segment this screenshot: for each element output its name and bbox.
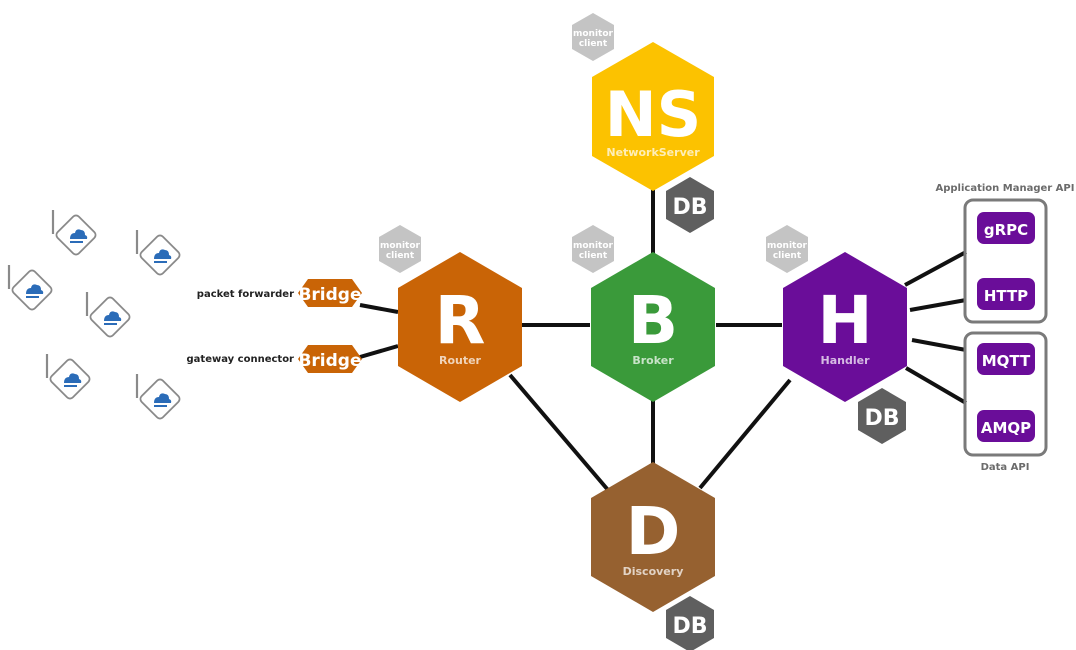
bridge-badge bbox=[298, 345, 362, 373]
node-broker: B Broker bbox=[591, 252, 715, 402]
link-bridge2-router bbox=[359, 344, 399, 359]
svg-text:DB: DB bbox=[672, 614, 707, 639]
api-box bbox=[963, 198, 1048, 324]
svg-text:DB: DB bbox=[672, 195, 707, 220]
link-handler-discovery bbox=[698, 378, 792, 490]
node-name: Handler bbox=[821, 354, 871, 367]
data-api: MQTT AMQP Data API bbox=[963, 331, 1048, 473]
api-title: Data API bbox=[981, 462, 1030, 473]
api-title: Application Manager API bbox=[936, 183, 1075, 194]
svg-text:client: client bbox=[386, 251, 415, 261]
svg-text:AMQP: AMQP bbox=[981, 419, 1031, 437]
networkserver-hex bbox=[592, 42, 714, 191]
bridge-badge bbox=[298, 279, 362, 307]
lora-gateway-icon bbox=[135, 228, 183, 278]
link-handler-http bbox=[909, 298, 967, 312]
svg-text:monitor: monitor bbox=[380, 241, 421, 251]
api-mqtt[interactable] bbox=[977, 343, 1035, 375]
monitor-hex bbox=[379, 225, 421, 273]
bridge-caption: packet forwarder bbox=[197, 289, 294, 300]
node-letter: R bbox=[435, 282, 486, 359]
svg-text:client: client bbox=[579, 251, 608, 261]
database-icon bbox=[666, 596, 714, 650]
api-http[interactable] bbox=[977, 278, 1035, 310]
svg-text:monitor: monitor bbox=[767, 241, 808, 251]
bridge-label: Bridge bbox=[298, 285, 361, 305]
database-icon bbox=[666, 177, 714, 233]
router-hex bbox=[398, 252, 522, 402]
db-discovery: DB bbox=[666, 596, 714, 650]
node-networkserver: NS NetworkServer bbox=[592, 42, 714, 191]
handler-hex bbox=[783, 252, 907, 402]
node-router: R Router bbox=[398, 252, 522, 402]
application-manager-api: Application Manager API gRPC HTTP bbox=[936, 183, 1075, 324]
node-name: Router bbox=[439, 354, 482, 367]
lora-gateway-icon bbox=[85, 290, 133, 340]
node-name: Broker bbox=[632, 354, 674, 367]
svg-text:client: client bbox=[773, 251, 802, 261]
monitor-hex bbox=[766, 225, 808, 273]
node-name: NetworkServer bbox=[606, 146, 700, 159]
node-handler: H Handler bbox=[783, 252, 907, 402]
node-letter: H bbox=[817, 282, 872, 359]
database-icon bbox=[858, 388, 906, 444]
monitor-client-handler: monitor client bbox=[766, 225, 808, 273]
monitor-client-router: monitor client bbox=[379, 225, 421, 273]
lora-gateway-icon bbox=[7, 263, 55, 313]
monitor-client-broker: monitor client bbox=[572, 225, 614, 273]
monitor-hex bbox=[572, 225, 614, 273]
svg-text:client: client bbox=[579, 39, 608, 49]
node-letter: D bbox=[626, 493, 681, 570]
connection-lines bbox=[359, 180, 968, 492]
db-networkserver: DB bbox=[666, 177, 714, 233]
discovery-hex bbox=[591, 462, 715, 612]
api-box bbox=[963, 331, 1048, 457]
node-discovery: D Discovery bbox=[591, 462, 715, 612]
svg-text:DB: DB bbox=[864, 406, 899, 431]
link-router-discovery bbox=[508, 373, 610, 492]
api-amqp[interactable] bbox=[977, 410, 1035, 442]
node-letter: NS bbox=[605, 78, 702, 151]
lora-gateway-icon bbox=[45, 352, 93, 402]
lora-gateway-icon bbox=[135, 372, 183, 422]
monitor-hex bbox=[572, 13, 614, 61]
lora-gateway-icon bbox=[51, 208, 99, 258]
bridge-gateway-connector: gateway connector Bridge bbox=[187, 345, 362, 373]
bridge-label: Bridge bbox=[298, 351, 361, 371]
link-handler-amqp bbox=[904, 366, 968, 405]
link-bridge1-router bbox=[359, 303, 399, 314]
node-name: Discovery bbox=[623, 565, 684, 578]
link-handler-grpc bbox=[904, 250, 967, 287]
monitor-client-ns: monitor client bbox=[572, 13, 614, 61]
svg-text:gRPC: gRPC bbox=[984, 221, 1028, 239]
svg-text:monitor: monitor bbox=[573, 29, 614, 39]
svg-text:MQTT: MQTT bbox=[982, 352, 1031, 370]
api-grpc[interactable] bbox=[977, 212, 1035, 244]
svg-text:HTTP: HTTP bbox=[984, 287, 1028, 305]
db-handler: DB bbox=[858, 388, 906, 444]
node-letter: B bbox=[628, 282, 678, 359]
broker-hex bbox=[591, 252, 715, 402]
bridge-caption: gateway connector bbox=[187, 354, 295, 365]
link-handler-mqtt bbox=[911, 338, 967, 352]
bridge-packet-forwarder: packet forwarder Bridge bbox=[197, 279, 362, 307]
gateways bbox=[7, 208, 183, 422]
svg-text:monitor: monitor bbox=[573, 241, 614, 251]
